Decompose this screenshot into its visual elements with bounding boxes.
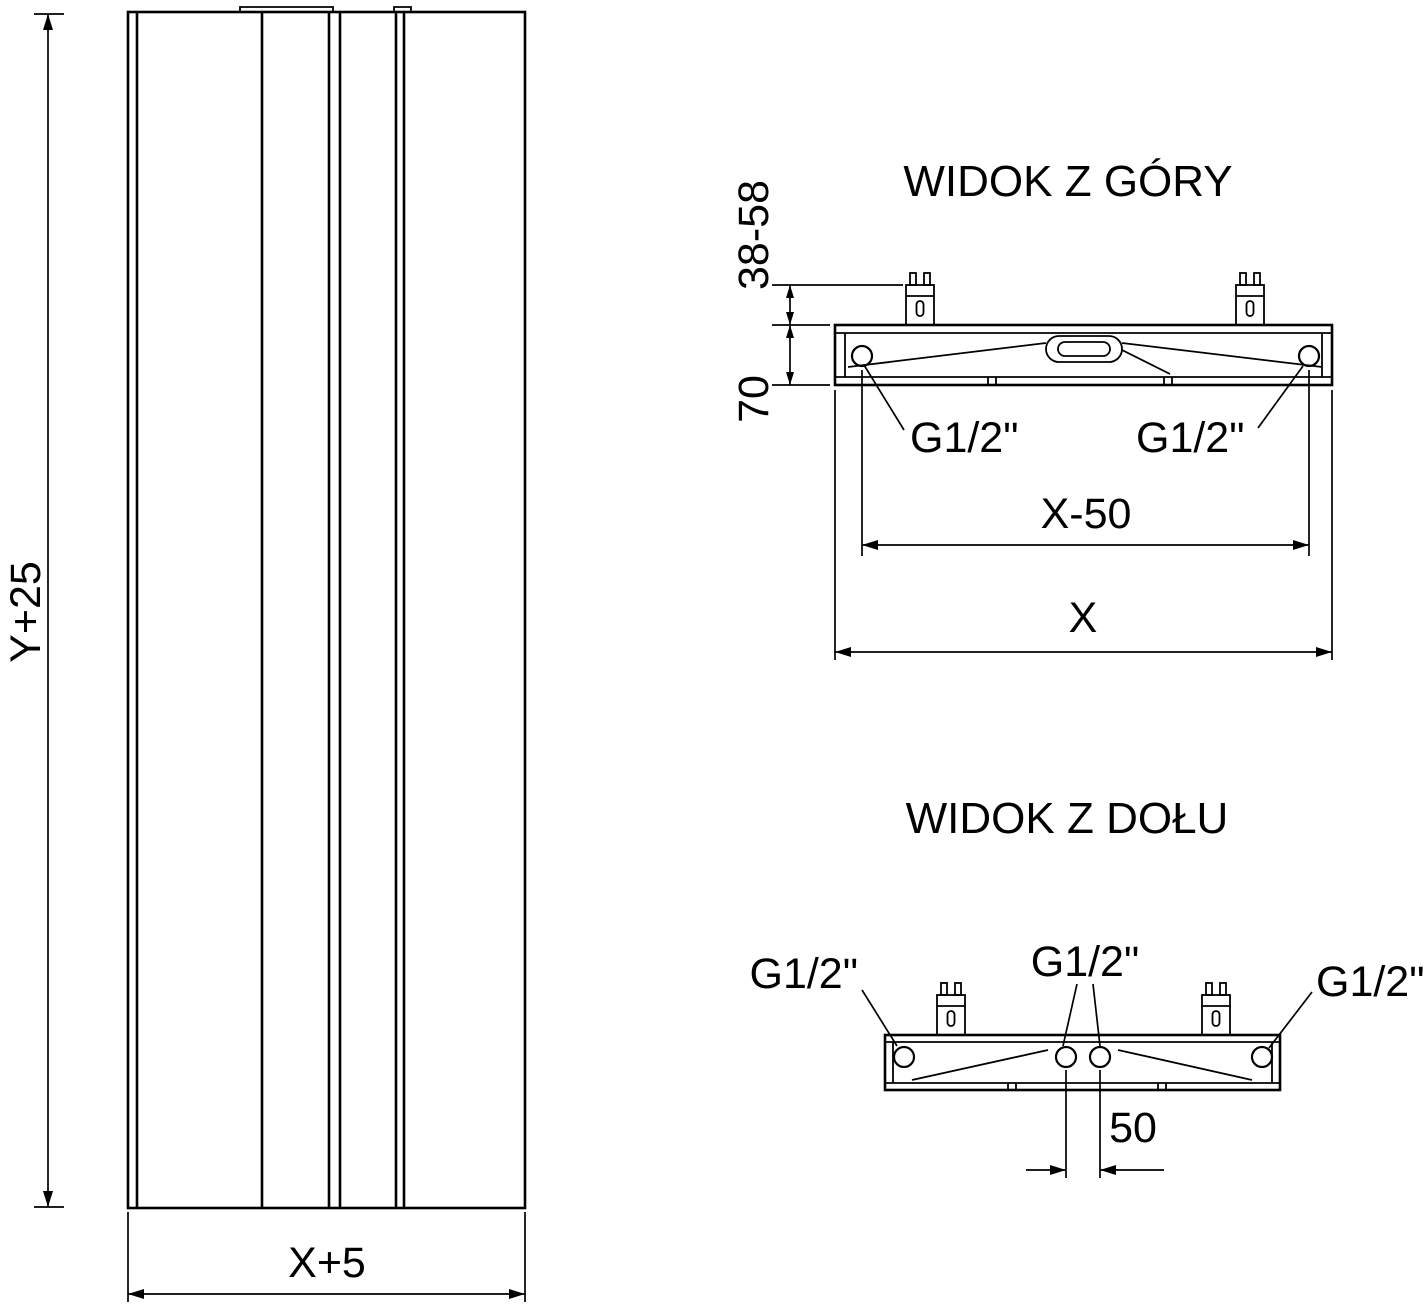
bottom-center-spacing-dimension: 50 bbox=[1026, 1070, 1164, 1178]
top-depth-dimension: 70 bbox=[730, 325, 830, 423]
top-center-valve bbox=[1045, 335, 1123, 363]
bottom-view-body bbox=[883, 1033, 1282, 1092]
top-right-connection-callout: G1/2" bbox=[1136, 365, 1304, 462]
front-height-dimension: Y+25 bbox=[2, 13, 64, 1208]
bottom-left-connection-label: G1/2" bbox=[750, 950, 859, 998]
top-bracket-offset-label: 38-58 bbox=[730, 180, 778, 290]
top-left-connection-port bbox=[850, 344, 874, 368]
bottom-center-connection-callout: G1/2" bbox=[1031, 938, 1140, 1047]
top-overall-width-label: X bbox=[1069, 594, 1098, 642]
front-height-label: Y+25 bbox=[2, 561, 50, 663]
bottom-right-connection-callout: G1/2" bbox=[1268, 958, 1425, 1049]
top-view bbox=[833, 272, 1334, 387]
front-width-label: X+5 bbox=[288, 1239, 366, 1287]
bottom-view-bracket-left bbox=[936, 982, 966, 1036]
front-view bbox=[126, 6, 527, 1210]
bottom-view-title: WIDOK Z DOŁU bbox=[906, 794, 1229, 843]
top-view-title: WIDOK Z GÓRY bbox=[903, 157, 1232, 206]
top-connection-spacing-dimension: X-50 bbox=[861, 370, 1310, 556]
top-view-body bbox=[833, 323, 1334, 387]
top-left-connection-callout: G1/2" bbox=[863, 364, 1019, 462]
front-width-dimension: X+5 bbox=[127, 1212, 526, 1302]
top-connection-spacing-label: X-50 bbox=[1041, 490, 1132, 538]
top-view-bracket-left bbox=[905, 272, 935, 326]
bottom-view-bracket-right bbox=[1201, 982, 1231, 1036]
top-right-connection-label: G1/2" bbox=[1136, 414, 1245, 462]
bottom-view bbox=[883, 982, 1282, 1092]
bottom-left-connection-callout: G1/2" bbox=[750, 950, 898, 1047]
top-overall-width-dimension: X bbox=[834, 390, 1333, 660]
front-top-hanger-right bbox=[393, 6, 412, 12]
bottom-right-connection-port bbox=[1250, 1045, 1274, 1069]
top-view-bracket-right bbox=[1235, 272, 1265, 326]
bottom-center-spacing-label: 50 bbox=[1109, 1104, 1157, 1152]
bottom-center-connection-label: G1/2" bbox=[1031, 938, 1140, 986]
bottom-left-connection-port bbox=[892, 1045, 916, 1069]
top-bracket-offset-dimension: 38-58 bbox=[730, 180, 903, 326]
top-left-connection-label: G1/2" bbox=[910, 414, 1019, 462]
top-right-connection-port bbox=[1297, 344, 1321, 368]
bottom-center-port-right bbox=[1088, 1045, 1112, 1069]
front-top-hanger-left bbox=[239, 6, 334, 12]
bottom-center-port-left bbox=[1054, 1045, 1078, 1069]
front-panel-outline bbox=[126, 10, 527, 1210]
bottom-right-connection-label: G1/2" bbox=[1316, 958, 1425, 1006]
top-depth-label: 70 bbox=[730, 375, 778, 423]
